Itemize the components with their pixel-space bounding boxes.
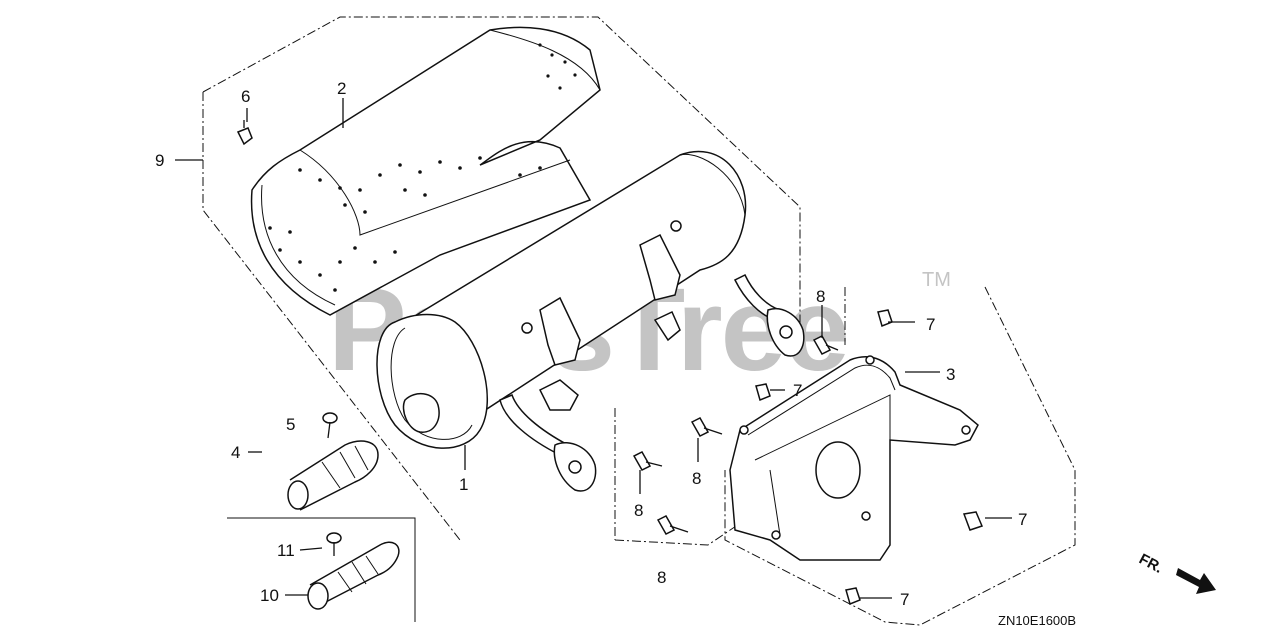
front-direction-indicator: FR. bbox=[1136, 551, 1216, 594]
label-part-3: 3 bbox=[946, 365, 955, 384]
label-part-10: 10 bbox=[260, 586, 279, 605]
front-direction-label: FR. bbox=[1136, 551, 1165, 577]
muffler-protector bbox=[250, 26, 601, 316]
label-part-4: 4 bbox=[231, 443, 240, 462]
nuts-7 bbox=[755, 309, 984, 606]
screw-11 bbox=[326, 532, 342, 556]
spark-arrester-4 bbox=[287, 440, 379, 511]
label-part-2: 2 bbox=[337, 79, 346, 98]
label-part-11: 11 bbox=[277, 541, 295, 560]
label-part-7-b: 7 bbox=[793, 381, 802, 400]
bolt-6 bbox=[236, 120, 253, 146]
front-arrow-icon bbox=[1176, 568, 1216, 594]
diagram-code: ZN10E1600B bbox=[998, 613, 1076, 628]
group-outline-muffler bbox=[202, 16, 801, 541]
perforation-holes bbox=[268, 43, 577, 292]
group-outline-protector bbox=[614, 286, 1076, 626]
label-part-8-c: 8 bbox=[634, 501, 643, 520]
group-outline-rear-pipe bbox=[227, 517, 416, 622]
label-part-8-a: 8 bbox=[816, 287, 825, 306]
watermark-trademark: TM bbox=[922, 269, 951, 291]
label-part-8-d: 8 bbox=[657, 568, 666, 587]
label-part-1: 1 bbox=[459, 475, 468, 494]
muffler-body bbox=[376, 150, 805, 492]
label-part-7-c: 7 bbox=[1018, 510, 1027, 529]
leader-lines bbox=[175, 98, 1012, 599]
label-part-7-a: 7 bbox=[926, 315, 935, 334]
spark-arrester-10 bbox=[307, 541, 400, 610]
label-part-5: 5 bbox=[286, 415, 295, 434]
callout-labels: 2 6 9 1 3 4 5 11 10 7 7 7 7 8 8 8 8 bbox=[155, 79, 1027, 609]
muffler-cover-plate bbox=[729, 355, 979, 561]
label-part-9: 9 bbox=[155, 151, 164, 170]
bolts-8 bbox=[632, 335, 839, 535]
screw-5 bbox=[322, 412, 338, 439]
label-part-8-b: 8 bbox=[692, 469, 701, 488]
label-part-6: 6 bbox=[241, 87, 250, 106]
label-part-7-d: 7 bbox=[900, 590, 909, 609]
